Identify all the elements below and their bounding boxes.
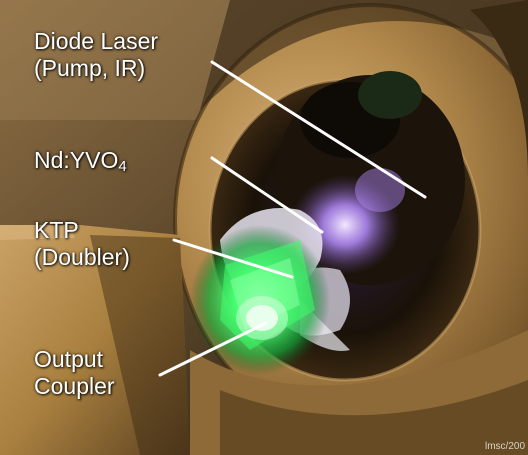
leader-lines <box>158 60 427 377</box>
label-ndyvo4-subscript: 4 <box>118 158 127 175</box>
label-ktp-line2: (Doubler) <box>34 244 130 270</box>
label-ktp: KTP (Doubler) <box>34 217 130 271</box>
label-diode-laser: Diode Laser (Pump, IR) <box>34 28 158 82</box>
label-diode-laser-line2: (Pump, IR) <box>34 55 146 81</box>
leader-line-ktp <box>172 238 294 279</box>
label-ndyvo4-main: Nd:YVO <box>34 147 119 173</box>
label-ndyvo4: Nd:YVO4 <box>34 147 127 180</box>
label-ktp-line1: KTP <box>34 217 79 243</box>
leader-line-diode-laser <box>210 60 427 199</box>
label-output-coupler-line1: Output <box>34 346 104 372</box>
leader-line-output-coupler <box>158 321 268 377</box>
label-diode-laser-line1: Diode Laser <box>34 28 159 54</box>
leader-line-ndyvo4 <box>210 156 324 234</box>
photo-credit: lmsc/200 <box>484 441 525 452</box>
label-output-coupler-line2: Coupler <box>34 373 115 399</box>
label-output-coupler: Output Coupler <box>34 346 115 400</box>
